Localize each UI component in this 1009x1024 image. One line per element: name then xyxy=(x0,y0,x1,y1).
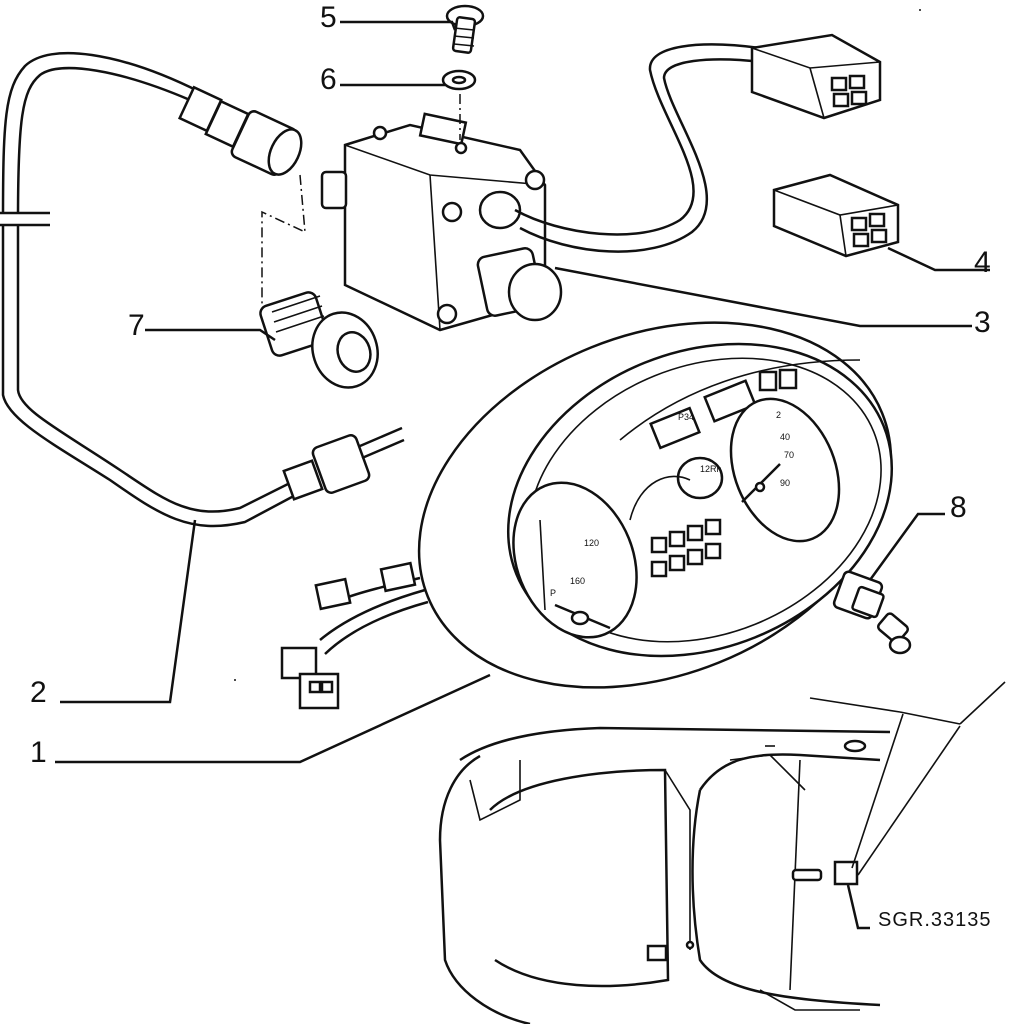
callout-7: 7 xyxy=(128,309,145,342)
callout-8: 8 xyxy=(950,491,967,524)
vehicle-location-view xyxy=(234,9,1006,1024)
temp-mark-p: P xyxy=(550,588,556,598)
callout-1: 1 xyxy=(30,736,47,769)
tach-mark-160: 160 xyxy=(570,576,585,586)
instrument-cluster: 2 40 70 90 120 160 P P34 12Rn xyxy=(280,321,894,710)
screw xyxy=(445,4,485,54)
speed-mark-top: 2 xyxy=(776,410,781,420)
washer xyxy=(441,69,477,140)
speed-mark-90: 90 xyxy=(780,478,790,488)
junction-box xyxy=(320,112,563,332)
connector-block xyxy=(772,173,900,258)
callout-5: 5 xyxy=(320,1,337,34)
connector-wire xyxy=(514,33,882,253)
callout-3: 3 xyxy=(974,306,991,339)
callout-labels: 5 6 7 3 4 8 2 1 SGR.33135 xyxy=(30,1,992,931)
drive-adaptor xyxy=(259,174,379,389)
reference-code: SGR.33135 xyxy=(878,909,992,931)
callout-2: 2 xyxy=(30,676,47,709)
leader-lines xyxy=(55,20,990,930)
callout-6: 6 xyxy=(320,63,337,96)
clock-label: 12Rn xyxy=(700,464,722,474)
speedometer-cable xyxy=(0,51,405,528)
fuel-lamp-label: P34 xyxy=(678,412,694,422)
speed-mark-70: 70 xyxy=(784,450,794,460)
speed-mark-40: 40 xyxy=(780,432,790,442)
tach-mark-120: 120 xyxy=(584,538,599,548)
callout-4: 4 xyxy=(974,246,991,279)
lamp-holder xyxy=(832,570,912,655)
